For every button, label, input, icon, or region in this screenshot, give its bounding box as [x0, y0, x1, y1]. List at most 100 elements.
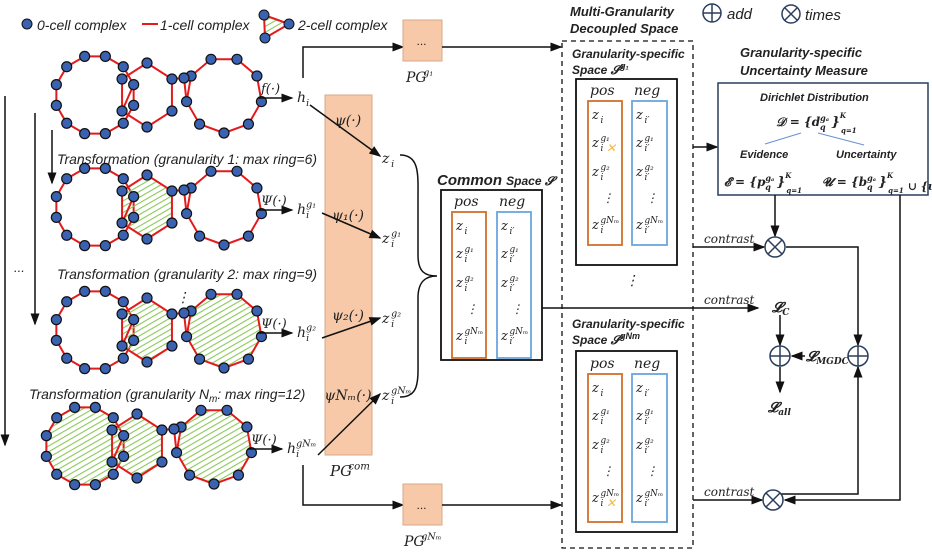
transformation-n: Transformation (granularity Nm: max ring…: [29, 386, 305, 405]
node: [106, 456, 118, 468]
g1-neg-item-2-sup: g₂: [645, 163, 655, 173]
embedding-h-4-sub: i: [296, 449, 299, 460]
pg-top-label-base: PG: [405, 70, 427, 86]
z-output-1-sup: g₁: [391, 229, 401, 240]
z-output-0-sub: i: [391, 159, 394, 170]
node: [128, 211, 140, 223]
common-neg-item-1-sup: g₁: [510, 245, 519, 255]
node: [141, 169, 153, 181]
ring-3: [185, 293, 263, 370]
node: [99, 240, 111, 252]
node: [118, 430, 130, 442]
node: [116, 340, 128, 352]
node: [117, 117, 129, 129]
common-pos-item-3-sub: i: [465, 337, 468, 347]
dirichlet-formula-sup: gₐ: [820, 113, 829, 123]
node: [178, 72, 190, 84]
node: [117, 173, 129, 185]
cell-complex-graph-3: Ψ(·): [50, 285, 294, 375]
g1-neg-vdots: ⋮: [646, 191, 658, 205]
pg-com-label-base: PG: [329, 462, 352, 480]
node: [99, 128, 111, 140]
g1-neg-item-3-sup: gNₘ: [645, 216, 664, 226]
embedding-h-4-sup: gNₘ: [296, 439, 316, 450]
node: [79, 162, 91, 174]
node: [131, 472, 143, 484]
node: [117, 296, 129, 308]
pg-bottom-in: [302, 465, 405, 510]
node: [205, 288, 217, 300]
node: [251, 305, 263, 317]
common-pos-item-0-base: z: [455, 219, 463, 234]
add-node-2: [847, 345, 869, 367]
gn-neg-item-3-sup: gNₘ: [645, 489, 664, 499]
removed-marker-icon: ✕: [606, 496, 617, 510]
encoder-label: f(·): [260, 82, 280, 97]
g1-neg-item-3-base: z: [635, 218, 643, 233]
node: [116, 105, 128, 117]
uncertainty-formula-lhs: 𝓤 = {b: [822, 175, 867, 189]
common-neg-item-1-sub: i′: [510, 255, 515, 265]
embedding-h-3-base: h: [297, 325, 306, 341]
ring-3: [185, 58, 263, 135]
common-space-title: Common Space 𝓢: [437, 172, 558, 189]
legend: 0-cell complex 1-cell complex 2-cell com…: [21, 3, 841, 44]
node: [99, 50, 111, 62]
g1-pos-item-2-base: z: [591, 165, 599, 180]
g1-pos-vdots: ⋮: [602, 191, 614, 205]
node: [50, 99, 62, 111]
node: [183, 469, 196, 481]
g1-pos-item-1-sup: g₁: [601, 134, 610, 144]
node: [50, 314, 62, 326]
gn-pos-item-3-sup: gNₘ: [601, 489, 620, 499]
node: [40, 430, 52, 442]
gn-neg-header: neg: [634, 356, 660, 372]
node: [141, 121, 153, 133]
encoder-label: Ψ(·): [261, 317, 287, 332]
node: [40, 450, 52, 462]
evidence-label: Evidence: [740, 149, 788, 161]
uncertainty-formula-sub: q: [867, 182, 873, 192]
times2-to-plus2: [780, 365, 863, 495]
branch-evidence: [764, 132, 802, 145]
node: [61, 173, 73, 185]
common-neg-item-2-sub: i′: [510, 284, 515, 294]
embedding-h-3-sub: i: [306, 333, 309, 344]
node: [195, 404, 207, 416]
cell-complex-graph-4: Ψ(·): [40, 401, 284, 491]
projector-0: ψ(·): [335, 113, 361, 129]
gn-neg-item-1-sup: g₁: [645, 407, 654, 417]
g1-pos-item-3-sub: i: [601, 226, 604, 236]
common-neg-item-2-base: z: [500, 276, 508, 291]
space-gn-pos-column: [587, 373, 623, 523]
encoder-label: Ψ(·): [251, 433, 277, 448]
common-neg-item-1-base: z: [500, 247, 508, 262]
times-node-1: [764, 236, 786, 258]
node: [79, 50, 91, 62]
node: [166, 73, 178, 85]
node: [231, 165, 243, 177]
z-output-2-sup: g₂: [391, 309, 401, 320]
node: [61, 352, 73, 364]
node: [166, 340, 178, 352]
legend-2-cell: 2-cell complex: [297, 17, 388, 33]
legend-1-cell: 1-cell complex: [160, 17, 250, 33]
gn-neg-item-0-sub: i′: [645, 389, 650, 399]
node: [50, 334, 62, 346]
times1-to-plus2: [786, 246, 863, 347]
node: [89, 479, 101, 491]
dirichlet-formula-sub: q: [820, 122, 826, 132]
